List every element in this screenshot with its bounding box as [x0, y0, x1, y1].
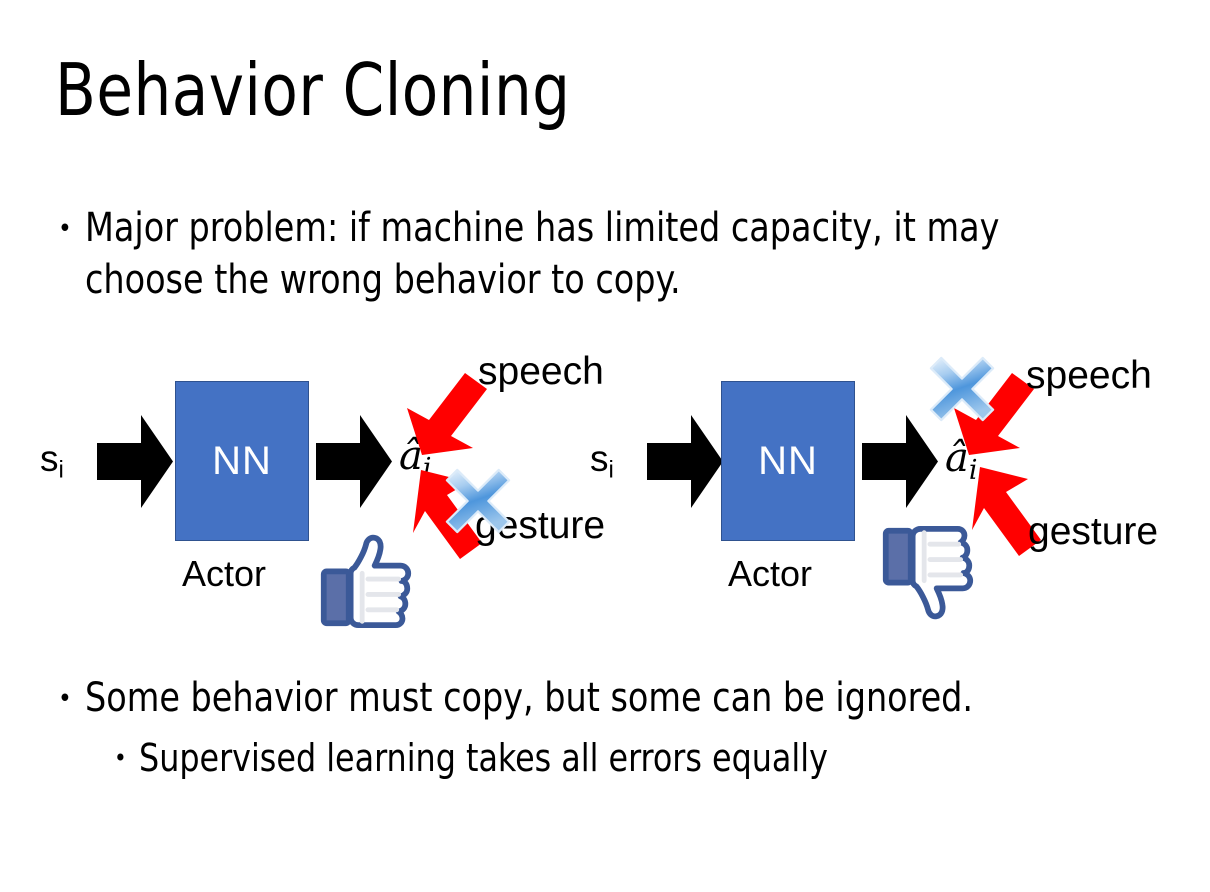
branch-arrow-gesture-left	[396, 455, 516, 575]
diagram-bad-case: si NN Actor âi speech	[570, 340, 1175, 640]
thumbs-down-icon	[880, 525, 976, 621]
state-label-right: si	[590, 438, 614, 484]
network-caption-left: Actor	[182, 553, 267, 594]
bullet-marker-icon: •	[58, 214, 72, 244]
flow-arrow-in-left	[97, 415, 173, 508]
flow-arrow-out-left	[316, 415, 392, 508]
page-title: Behavior Cloning	[55, 48, 571, 132]
bullet-bottom-secondary-text: Supervised learning takes all errors equ…	[138, 736, 828, 780]
bullet-bottom-primary-text: Some behavior must copy, but some can be…	[84, 675, 973, 721]
branch-arrow-speech-right	[942, 350, 1062, 470]
output-label-speech-right: speech	[1026, 354, 1152, 397]
action-label-right: âi	[945, 435, 978, 487]
bullet-marker-icon: •	[58, 684, 72, 714]
branch-arrow-gesture-right	[955, 452, 1075, 572]
network-box-left: NN	[175, 381, 309, 541]
output-label-speech-left: speech	[478, 350, 604, 393]
bullet-marker-icon: •	[114, 744, 127, 772]
flow-arrow-out-right	[862, 415, 938, 508]
bullet-top-text: Major problem: if machine has limited ca…	[84, 205, 1000, 303]
diagram-good-case: si NN Actor âi speech	[0, 340, 605, 640]
network-label-left: NN	[212, 439, 272, 483]
flow-arrow-in-right	[647, 415, 723, 508]
thumbs-up-icon	[318, 533, 414, 629]
branch-arrow-speech-left	[395, 350, 515, 470]
network-label-right: NN	[758, 439, 818, 483]
block-marker-speech-right	[925, 352, 999, 426]
state-label-left: si	[40, 438, 64, 484]
network-box-right: NN	[721, 381, 855, 541]
action-label-left: âi	[399, 433, 432, 485]
bullet-bottom-primary: • Some behavior must copy, but some can …	[58, 672, 1158, 724]
network-caption-right: Actor	[728, 553, 813, 594]
bullet-bottom-secondary: • Supervised learning takes all errors e…	[114, 733, 1174, 783]
output-label-gesture-right: gesture	[1028, 510, 1159, 553]
block-marker-gesture-left	[441, 464, 515, 538]
bullet-top: • Major problem: if machine has limited …	[58, 202, 1138, 306]
